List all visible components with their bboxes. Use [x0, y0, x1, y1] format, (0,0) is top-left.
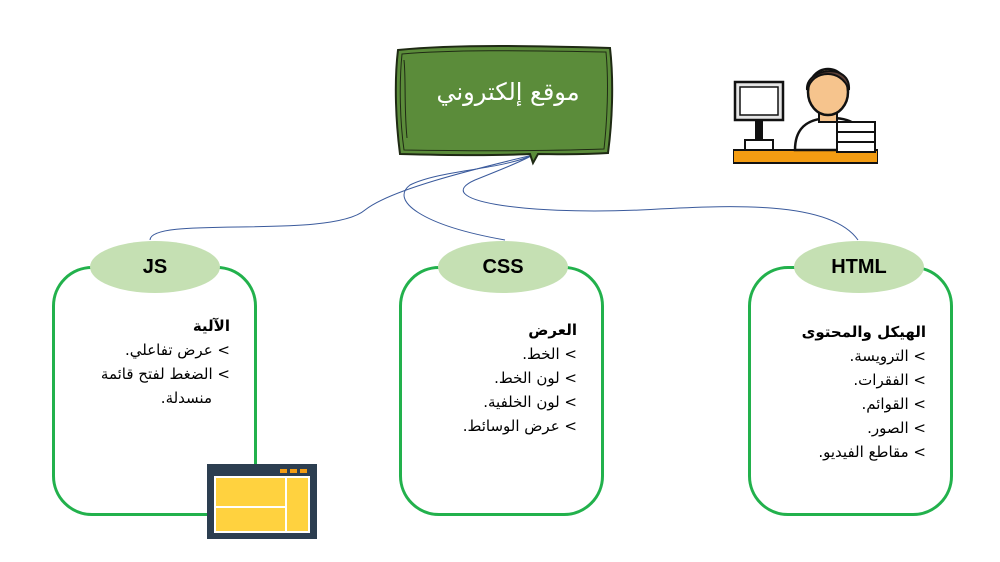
list-item: > عرض تفاعلي. [125, 341, 230, 359]
list-item: > لون الخط. [494, 369, 577, 387]
list-item: > مقاطع الفيديو. [818, 443, 926, 461]
card-js-body: الآلية > عرض تفاعلي. > الضغط لفتح قائمة … [62, 314, 230, 410]
website-sign [394, 45, 614, 166]
browser-window-icon [207, 464, 317, 539]
list-item: > الفقرات. [853, 371, 926, 389]
list-item: > الضغط لفتح قائمة [100, 365, 230, 383]
list-item: > لون الخلفية. [483, 393, 577, 411]
list-item: > عرض الوسائط. [462, 417, 577, 435]
card-html-body: الهيكل والمحتوى > الترويسة. > الفقرات. >… [758, 320, 926, 464]
card-js-title: JS [90, 241, 220, 293]
list-item: > الخط. [522, 345, 577, 363]
card-css-title: CSS [438, 241, 568, 293]
connector-html [462, 154, 859, 241]
card-js-heading: الآلية [192, 317, 230, 335]
card-css-heading: العرض [528, 321, 577, 339]
card-html-title: HTML [794, 241, 924, 293]
connector-css [403, 154, 534, 241]
list-item: منسدلة. [160, 389, 212, 407]
list-item: > الصور. [867, 419, 926, 437]
card-html-heading: الهيكل والمحتوى [801, 323, 926, 341]
list-item: > القوائم. [861, 395, 926, 413]
card-css-body: العرض > الخط. > لون الخط. > لون الخلفية.… [409, 318, 577, 438]
card-html [748, 266, 953, 516]
list-item: > الترويسة. [849, 347, 927, 365]
developer-at-computer-icon [733, 67, 878, 164]
connector-js [149, 154, 534, 241]
center-node-label: موقع إلكتروني [436, 78, 580, 106]
